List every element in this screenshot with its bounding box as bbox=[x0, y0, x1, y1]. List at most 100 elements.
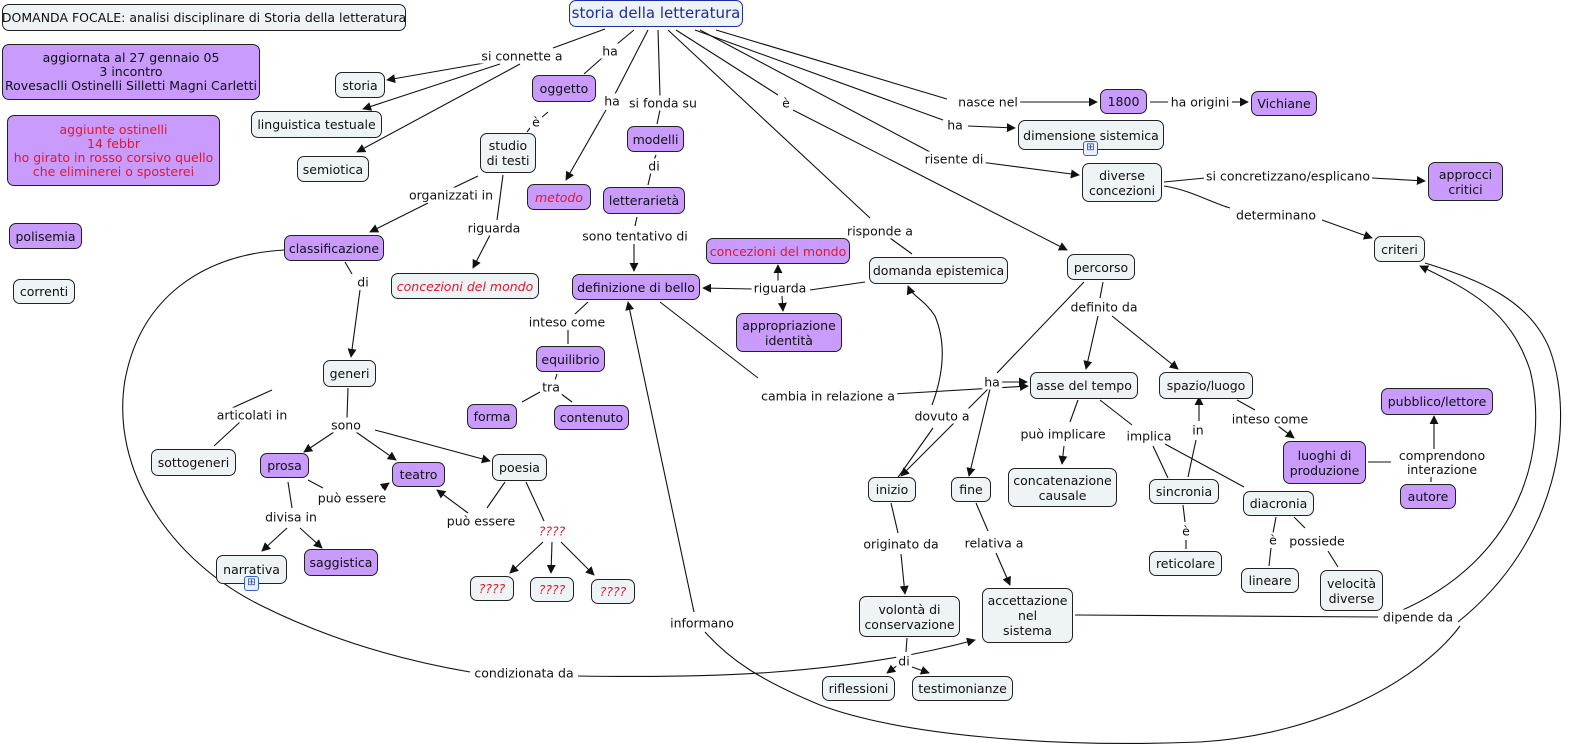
connection-line bbox=[496, 174, 504, 221]
concept-poesia[interactable]: poesia bbox=[492, 454, 547, 481]
concept-storia[interactable]: storia bbox=[335, 72, 385, 98]
concept-vichiane[interactable]: Vichiane bbox=[1251, 91, 1317, 116]
link-label: di bbox=[355, 274, 371, 290]
connection-line bbox=[560, 541, 595, 576]
connection-line bbox=[486, 481, 506, 509]
concept-approcci-critici[interactable]: approcci critici bbox=[1428, 162, 1503, 201]
concept-semiotica[interactable]: semiotica bbox=[297, 156, 369, 182]
concept-polisemia[interactable]: polisemia bbox=[9, 223, 82, 249]
connection-line bbox=[1371, 176, 1426, 186]
concept-accettazione-nel-sistema[interactable]: accettazione nel sistema bbox=[982, 588, 1073, 643]
concept-asse-del-tempo[interactable]: asse del tempo bbox=[1030, 372, 1138, 399]
concept-root[interactable]: storia della letteratura bbox=[569, 0, 743, 27]
concept-volonta-di-conservazione[interactable]: volontà di conservazione bbox=[859, 596, 960, 637]
concept-spazio-luogo[interactable]: spazio/luogo bbox=[1159, 372, 1253, 399]
connection-line bbox=[890, 502, 899, 534]
connection-line bbox=[1327, 550, 1339, 568]
link-label: ha bbox=[982, 374, 1002, 390]
concept-fine[interactable]: fine bbox=[951, 477, 991, 502]
concept-pubblico-lettore[interactable]: pubblico/lettore bbox=[1381, 388, 1493, 415]
concept-criteri[interactable]: criteri bbox=[1374, 236, 1425, 262]
concept-definizione-di-bello[interactable]: definizione di bello bbox=[572, 274, 700, 300]
concept-generi[interactable]: generi bbox=[323, 360, 376, 387]
concept-sottogeneri[interactable]: sottogeneri bbox=[151, 449, 236, 476]
focus-question-box[interactable]: DOMANDA FOCALE: analisi disciplinare di … bbox=[2, 4, 406, 31]
connection-line bbox=[1152, 445, 1169, 479]
concept-velocita-diverse[interactable]: velocità diverse bbox=[1320, 570, 1383, 611]
concept-diacronia[interactable]: diacronia bbox=[1243, 491, 1314, 516]
connection-line bbox=[552, 28, 606, 49]
concept-forma[interactable]: forma bbox=[467, 404, 517, 429]
connection-line bbox=[287, 481, 293, 509]
concept-unknown-1[interactable]: ???? bbox=[470, 576, 514, 601]
concept-domanda-epistemica[interactable]: domanda epistemica bbox=[869, 257, 1008, 284]
concept-equilibrio[interactable]: equilibrio bbox=[536, 346, 605, 372]
additions-note[interactable]: aggiunte ostinelli 14 febbr ho girato in… bbox=[7, 115, 220, 186]
link-label: inteso come bbox=[1229, 411, 1311, 427]
connection-line bbox=[1236, 399, 1256, 411]
concept-studio-di-testi[interactable]: studio di testi bbox=[480, 133, 536, 173]
concept-linguistica-testuale[interactable]: linguistica testuale bbox=[251, 111, 382, 138]
concept-concezioni-del-mondo[interactable]: concezioni del mondo bbox=[706, 238, 850, 264]
connection-line bbox=[554, 373, 558, 381]
concept-dimensione-sistemica[interactable]: dimensione sistemica bbox=[1018, 120, 1164, 150]
connection-line bbox=[1272, 516, 1277, 534]
concept-diverse-concezioni[interactable]: diverse concezioni bbox=[1082, 163, 1162, 202]
concept-sincronia[interactable]: sincronia bbox=[1149, 479, 1219, 504]
concept-concezioni-del-mondo-italic[interactable]: concezioni del mondo bbox=[391, 273, 539, 299]
concept-classificazione[interactable]: classificazione bbox=[284, 235, 384, 261]
link-label: di bbox=[646, 158, 662, 174]
concept-narrativa[interactable]: narrativa bbox=[216, 555, 287, 584]
concept-teatro[interactable]: teatro bbox=[392, 462, 445, 487]
connection-line bbox=[675, 29, 779, 96]
connection-line bbox=[1163, 177, 1206, 183]
concept-contenuto[interactable]: contenuto bbox=[554, 405, 629, 430]
connection-line bbox=[979, 161, 1080, 179]
connection-line bbox=[574, 301, 589, 315]
link-label: riguarda bbox=[465, 220, 523, 236]
connection-line bbox=[374, 429, 491, 464]
concept-percorso[interactable]: percorso bbox=[1067, 254, 1135, 280]
concept-correnti[interactable]: correnti bbox=[13, 279, 75, 304]
concept-autore[interactable]: autore bbox=[1400, 484, 1456, 509]
connection-line bbox=[699, 29, 931, 153]
link-label: risente di bbox=[922, 151, 986, 167]
connection-line bbox=[966, 388, 991, 477]
concept-concatenazione-causale[interactable]: concatenazione causale bbox=[1008, 468, 1117, 507]
concept-lineare[interactable]: lineare bbox=[1241, 568, 1299, 593]
connection-line bbox=[546, 541, 556, 574]
concept-reticolare[interactable]: reticolare bbox=[1149, 551, 1222, 576]
concept-testimonianze[interactable]: testimonianze bbox=[912, 676, 1013, 701]
submap-icon[interactable]: ⊞ bbox=[1083, 141, 1098, 156]
concept-inizio[interactable]: inizio bbox=[868, 477, 916, 502]
concept-metodo[interactable]: metodo bbox=[527, 184, 591, 210]
connection-line bbox=[1163, 185, 1231, 209]
link-label: informano bbox=[668, 615, 736, 631]
concept-saggistica[interactable]: saggistica bbox=[304, 549, 378, 576]
concept-prosa[interactable]: prosa bbox=[260, 453, 309, 478]
concept-unknown-2[interactable]: ???? bbox=[530, 577, 574, 602]
connection-line bbox=[362, 63, 501, 111]
update-note[interactable]: aggiornata al 27 gennaio 05 3 incontro R… bbox=[2, 44, 260, 100]
link-label: può essere bbox=[444, 513, 518, 529]
connection-line bbox=[347, 289, 361, 358]
connection-line bbox=[657, 29, 661, 97]
concept-luoghi-di-produzione[interactable]: luoghi di produzione bbox=[1283, 441, 1366, 484]
concept-riflessioni[interactable]: riflessioni bbox=[822, 676, 895, 701]
concept-unknown-3[interactable]: ???? bbox=[591, 579, 635, 604]
concept-modelli[interactable]: modelli bbox=[627, 126, 684, 152]
link-label: risponde a bbox=[845, 223, 915, 239]
connection-line bbox=[889, 237, 913, 255]
link-label: relativa a bbox=[962, 535, 1026, 551]
connection-line bbox=[122, 249, 471, 673]
connection-line bbox=[777, 295, 787, 312]
link-label: tra bbox=[540, 379, 562, 395]
connection-line bbox=[452, 175, 479, 189]
concept-oggetto[interactable]: oggetto bbox=[532, 75, 596, 102]
submap-icon[interactable]: ⊞ bbox=[244, 576, 259, 591]
concept-1800[interactable]: 1800 bbox=[1100, 89, 1147, 114]
concept-letterarieta[interactable]: letterarietà bbox=[603, 187, 685, 214]
connection-line bbox=[559, 392, 573, 403]
concept-appropriazione-identita[interactable]: appropriazione identità bbox=[736, 313, 842, 352]
